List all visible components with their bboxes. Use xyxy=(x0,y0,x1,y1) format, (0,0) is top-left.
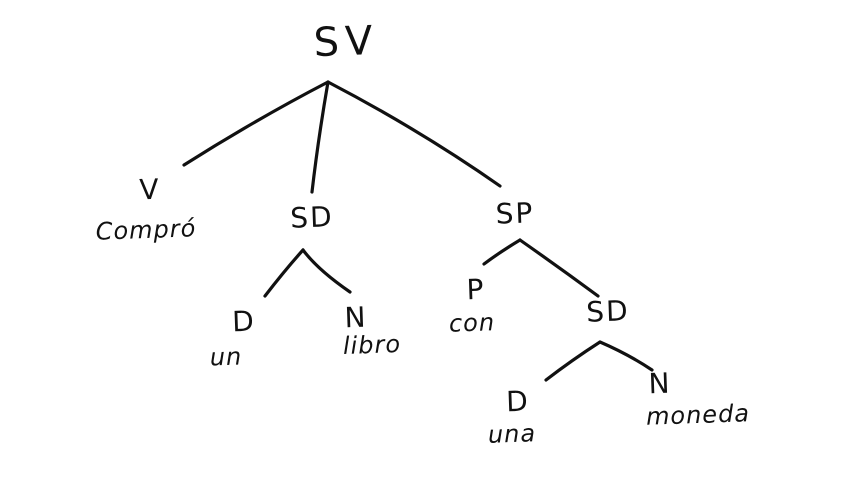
edge-sd-d xyxy=(263,248,305,298)
edge-sv-sp xyxy=(326,80,502,188)
edge-sd2-d xyxy=(544,340,602,382)
node-v: V xyxy=(138,172,162,207)
node-sd2-d: D xyxy=(505,384,531,419)
edge-sv-sd xyxy=(310,80,330,194)
edge-sp-p xyxy=(482,238,522,266)
node-sd2-n: N xyxy=(647,366,673,401)
leaf-con: con xyxy=(448,308,496,338)
node-sd-n: N xyxy=(343,300,369,335)
node-sd: SD xyxy=(289,200,335,235)
leaf-una: una xyxy=(487,419,537,449)
edge-sd2-n xyxy=(598,340,654,372)
node-sv: SV xyxy=(312,17,380,67)
node-sd2: SD xyxy=(585,294,631,329)
node-sp: SP xyxy=(495,196,535,231)
edge-sp-sd xyxy=(518,238,600,298)
node-sp-p: P xyxy=(465,272,486,307)
leaf-compro: Compró xyxy=(95,214,197,246)
leaf-moneda: moneda xyxy=(645,399,751,431)
leaf-libro: libro xyxy=(342,329,402,361)
edge-sd-n xyxy=(301,248,352,294)
edge-sv-v xyxy=(182,80,330,167)
leaf-un: un xyxy=(209,342,243,372)
node-sd-d: D xyxy=(231,304,257,339)
